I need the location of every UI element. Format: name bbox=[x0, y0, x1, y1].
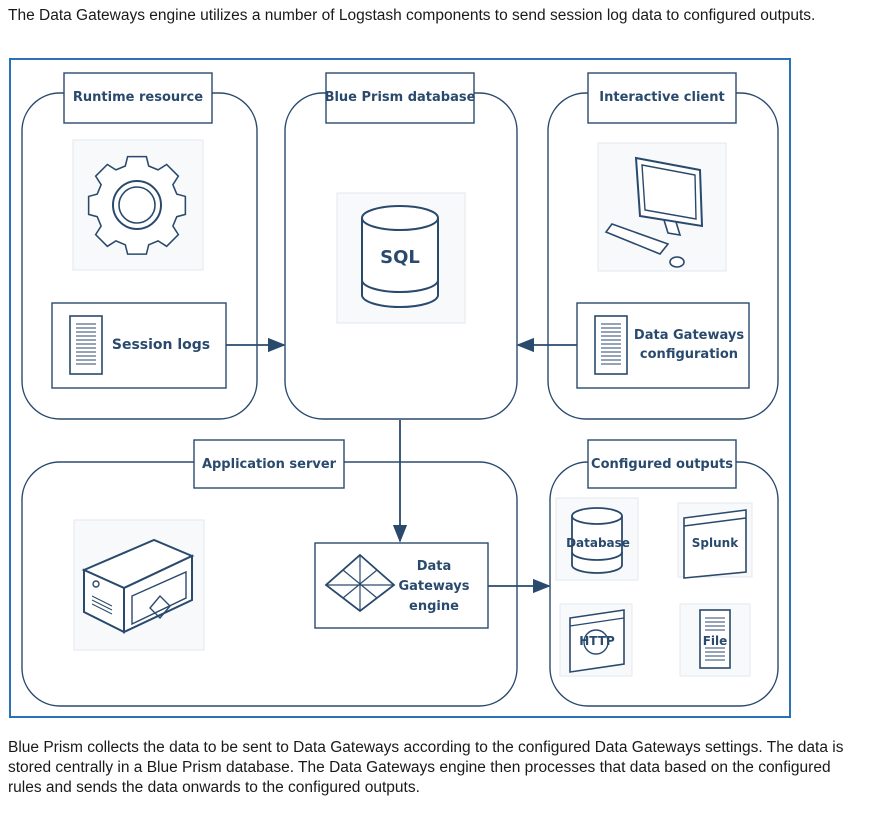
data-gateways-configuration-line1: Data Gateways bbox=[634, 328, 744, 343]
splunk-output-label: Splunk bbox=[692, 536, 739, 550]
interactive-client-title: Interactive client bbox=[599, 90, 724, 105]
pyramid-grid-icon bbox=[324, 553, 396, 613]
engine-label-line3: engine bbox=[409, 599, 459, 614]
sql-database-icon bbox=[336, 192, 466, 324]
server-icon bbox=[73, 519, 205, 651]
intro-text: The Data Gateways engine utilizes a numb… bbox=[8, 7, 816, 24]
data-gateways-configuration-line2: configuration bbox=[640, 347, 738, 362]
configured-outputs-title: Configured outputs bbox=[591, 457, 733, 472]
document-icon bbox=[594, 315, 628, 375]
outro-text: Blue Prism collects the data to be sent … bbox=[8, 739, 844, 796]
engine-label-line2: Gateways bbox=[398, 579, 469, 594]
http-output-icon bbox=[559, 603, 633, 677]
sql-label: SQL bbox=[380, 247, 420, 268]
database-output-label: Database bbox=[566, 536, 630, 550]
diagram-frame bbox=[9, 58, 791, 718]
file-output-icon bbox=[679, 603, 751, 677]
document-icon bbox=[69, 315, 103, 375]
http-output-label: HTTP bbox=[579, 634, 615, 648]
application-server-title: Application server bbox=[202, 457, 337, 472]
runtime-resource-title: Runtime resource bbox=[73, 90, 203, 105]
computer-monitor-icon bbox=[597, 142, 727, 272]
engine-label-line1: Data bbox=[417, 559, 452, 574]
gear-icon bbox=[72, 139, 204, 271]
session-logs-label: Session logs bbox=[112, 337, 210, 353]
splunk-output-icon bbox=[677, 502, 753, 579]
file-output-label: File bbox=[703, 634, 728, 648]
database-output-icon bbox=[555, 497, 639, 581]
blue-prism-database-title: Blue Prism database bbox=[325, 90, 476, 105]
